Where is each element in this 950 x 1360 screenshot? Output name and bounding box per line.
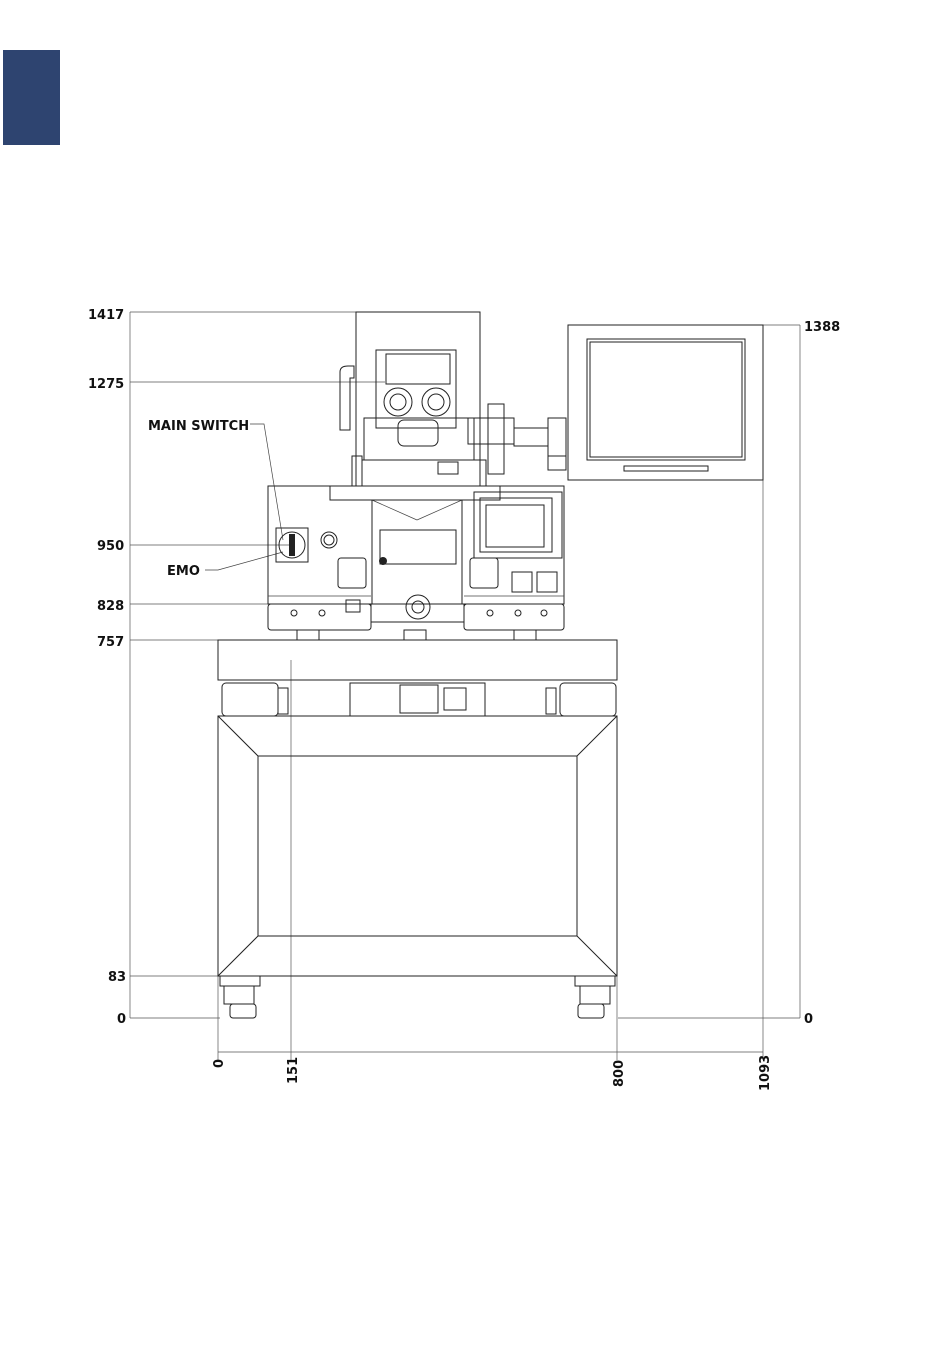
width-dimensions: 0 151 800 1093 — [212, 660, 773, 1091]
dim-monitor-height-0: 0 — [804, 1012, 813, 1027]
dim-height-0: 0 — [117, 1012, 126, 1027]
dim-height-757: 757 — [97, 635, 124, 650]
callouts: MAIN SWITCH EMO — [148, 419, 283, 579]
dim-width-1093: 1093 — [758, 1055, 773, 1091]
monitor-height-dimensions: 1388 0 — [618, 320, 840, 1060]
monitor — [568, 325, 763, 480]
microscope — [340, 312, 566, 486]
callout-emo: EMO — [167, 564, 200, 579]
dim-width-151: 151 — [286, 1057, 301, 1084]
table-frame — [218, 640, 617, 1018]
dim-height-828: 828 — [97, 599, 124, 614]
dim-height-950: 950 — [97, 539, 124, 554]
dim-monitor-height-1388: 1388 — [804, 320, 840, 335]
dim-width-800: 800 — [612, 1060, 627, 1087]
machine-base — [268, 486, 564, 640]
dim-height-1417: 1417 — [88, 308, 124, 323]
dim-height-1275: 1275 — [88, 377, 124, 392]
dim-height-83: 83 — [108, 970, 126, 985]
dim-width-0: 0 — [212, 1059, 227, 1068]
callout-main-switch: MAIN SWITCH — [148, 419, 249, 434]
